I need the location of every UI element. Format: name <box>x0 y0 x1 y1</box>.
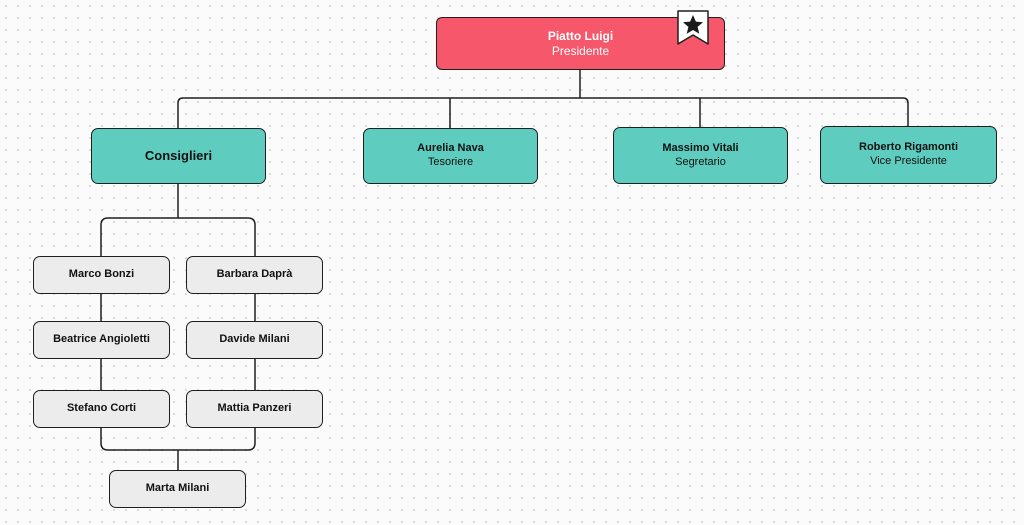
officer-node-vice-presidente[interactable]: Roberto Rigamonti Vice Presidente <box>820 126 997 184</box>
officer-node-segretario[interactable]: Massimo Vitali Segretario <box>613 127 788 184</box>
member-name: Barbara Daprà <box>216 268 293 281</box>
member-node[interactable]: Davide Milani <box>186 321 323 359</box>
member-name: Mattia Panzeri <box>217 402 292 415</box>
officer-node-tesoriere[interactable]: Aurelia Nava Tesoriere <box>363 128 538 184</box>
officer-name: Roberto Rigamonti <box>859 141 958 154</box>
star-bookmark-icon[interactable] <box>676 9 710 46</box>
member-name: Stefano Corti <box>66 402 137 415</box>
connector-columns-to-bottom <box>100 428 256 470</box>
officer-name: Consiglieri <box>144 147 213 163</box>
officer-role: Tesoriere <box>427 156 474 168</box>
president-name: Piatto Luigi <box>547 28 614 43</box>
officer-name: Massimo Vitali <box>662 141 739 154</box>
officer-name: Aurelia Nava <box>417 142 484 155</box>
member-node[interactable]: Marco Bonzi <box>33 256 170 294</box>
officer-node-consiglieri[interactable]: Consiglieri <box>91 128 266 184</box>
connector-consiglieri-to-members <box>100 183 256 256</box>
member-name: Marco Bonzi <box>68 268 135 281</box>
officer-role: Vice Presidente <box>870 155 947 167</box>
member-node[interactable]: Beatrice Angioletti <box>33 321 170 359</box>
president-role: Presidente <box>551 43 610 58</box>
officer-role: Segretario <box>675 155 726 168</box>
connector-root-to-officers <box>177 70 909 128</box>
member-node[interactable]: Barbara Daprà <box>186 256 323 294</box>
member-node-bottom[interactable]: Marta Milani <box>109 470 246 508</box>
president-node[interactable]: Piatto Luigi Presidente <box>436 17 725 70</box>
member-node[interactable]: Mattia Panzeri <box>186 390 323 428</box>
member-name: Beatrice Angioletti <box>53 333 150 346</box>
member-name: Marta Milani <box>145 482 210 495</box>
member-node[interactable]: Stefano Corti <box>33 390 170 428</box>
member-name: Davide Milani <box>219 333 290 346</box>
